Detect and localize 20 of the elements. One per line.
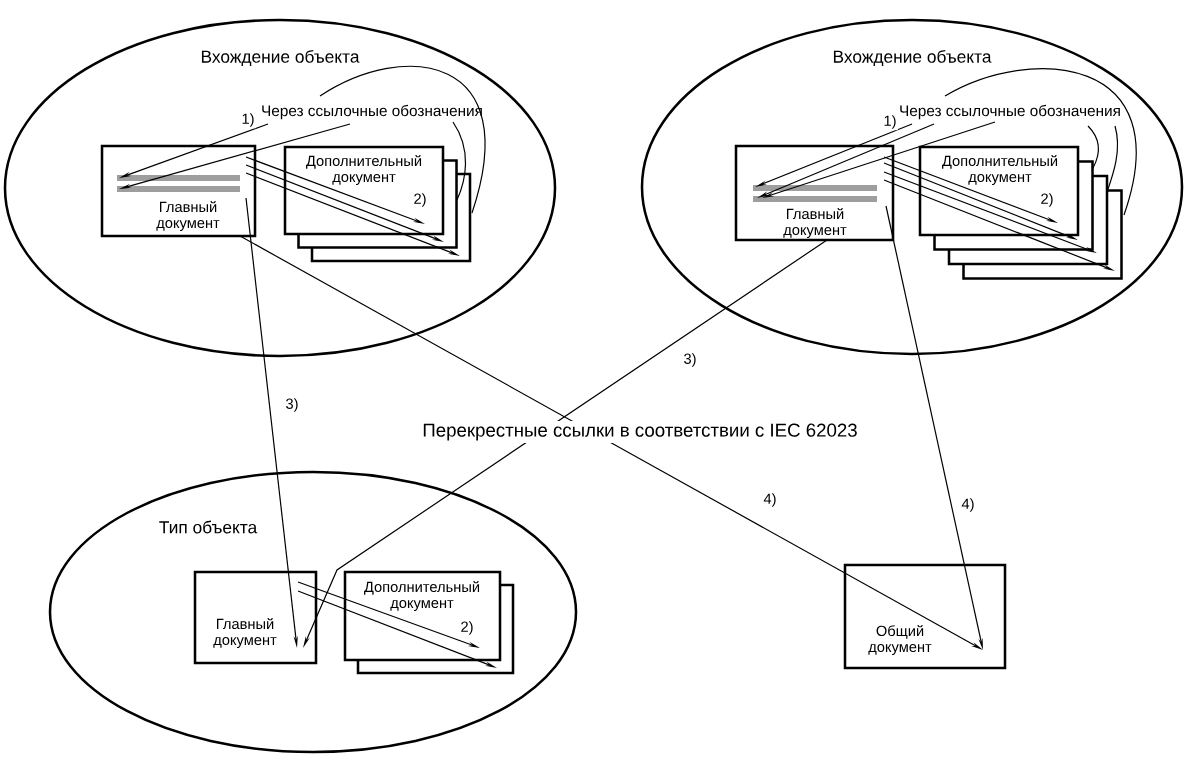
edge-label: 4) [762, 491, 778, 509]
highlight-bar [753, 196, 877, 202]
highlight-bar [753, 185, 877, 191]
connector-line [1106, 125, 1119, 193]
connector-line [319, 65, 486, 214]
reference-text: Через ссылочные обозначения [900, 104, 1120, 120]
node-label: Дополнительный [306, 155, 422, 169]
connector-line [944, 68, 1137, 216]
document-box: Общий документ [843, 563, 1007, 670]
document-box: Главный документ [193, 570, 318, 665]
highlight-bar [117, 186, 240, 192]
edge-label: 1) [882, 113, 898, 131]
node-label: Дополнительный документ [942, 155, 1058, 185]
highlight-bar [117, 175, 240, 181]
edge-label: 4) [960, 496, 976, 514]
connector-line [1087, 125, 1099, 169]
cross-reference-label: Перекрестные ссылки в соответствии с IEC 62023 [419, 420, 861, 444]
edge-label: 3) [284, 396, 300, 414]
edge-label: 1) [240, 111, 256, 129]
connector-line [452, 121, 467, 201]
